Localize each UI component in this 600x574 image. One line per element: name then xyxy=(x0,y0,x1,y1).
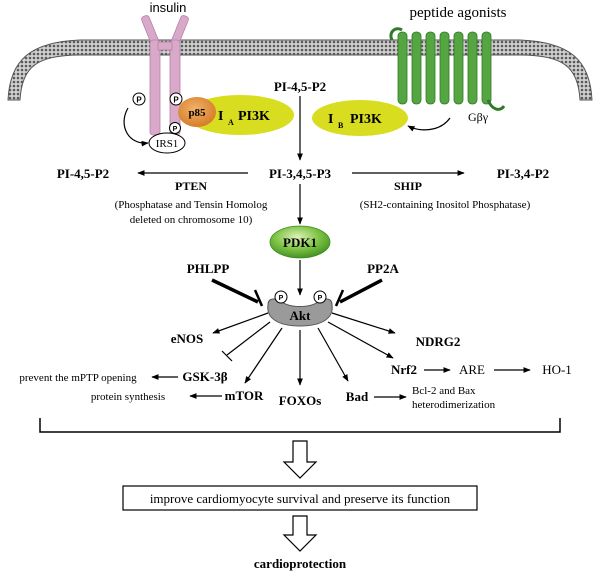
svg-text:P: P xyxy=(173,96,179,105)
ho1-label: HO-1 xyxy=(542,362,572,377)
pten-label: PTEN xyxy=(175,179,207,193)
svg-text:A: A xyxy=(228,118,234,127)
bcl2-effect-2: heterodimerization xyxy=(412,399,496,411)
phospho-right: P xyxy=(169,92,183,106)
pp2a-inhibition xyxy=(334,278,383,307)
akt-target-arrows xyxy=(212,312,396,386)
svg-text:B: B xyxy=(338,121,344,130)
hollow-arrow-2 xyxy=(282,515,318,552)
svg-text:Akt: Akt xyxy=(290,308,312,323)
svg-text:P: P xyxy=(318,295,323,302)
class-ia-pi3k: p85 I A PI3K xyxy=(178,95,294,135)
mtor-label: mTOR xyxy=(225,388,264,403)
svg-text:IRS1: IRS1 xyxy=(156,138,179,150)
class-ib-pi3k: I B PI3K xyxy=(312,100,408,136)
pip2-left-label: PI-4,5-P2 xyxy=(57,166,109,181)
outcome-box xyxy=(122,485,478,511)
irs1-node: IRS1 P xyxy=(148,122,186,154)
foxos-label: FOXOs xyxy=(279,393,322,408)
g-beta-gamma-label: Gβγ xyxy=(468,110,489,124)
svg-text:PI3K: PI3K xyxy=(350,112,382,127)
gbg-arrow xyxy=(407,117,451,132)
nrf2-label: Nrf2 xyxy=(391,362,417,377)
svg-text:P: P xyxy=(136,96,142,105)
pdk1-node: PDK1 xyxy=(269,225,331,259)
svg-text:p85: p85 xyxy=(188,107,206,119)
irs1-arrow xyxy=(123,107,149,147)
akt-node: Akt P P xyxy=(267,290,333,327)
pten-desc-1: (Phosphatase and Tensin Homolog xyxy=(115,199,268,211)
peptide-agonists-label: peptide agonists xyxy=(409,5,506,21)
are-label: ARE xyxy=(459,362,485,377)
pip3-label: PI-3,4,5-P3 xyxy=(269,166,332,181)
svg-text:P: P xyxy=(173,126,178,133)
bad-label: Bad xyxy=(346,389,369,404)
mptp-effect: prevent the mPTP opening xyxy=(19,372,137,384)
ndrg2-label: NDRG2 xyxy=(416,334,461,349)
phospho-left: P xyxy=(132,92,146,106)
phlpp-label: PHLPP xyxy=(187,261,230,276)
ship-desc: (SH2-containing Inositol Phosphatase) xyxy=(360,199,531,211)
hollow-arrow-1 xyxy=(282,440,318,479)
gsk3b-label: GSK-3β xyxy=(182,369,227,384)
insulin-receptor xyxy=(141,15,189,136)
protein-effect: protein synthesis xyxy=(91,391,165,403)
enos-label: eNOS xyxy=(171,331,204,346)
svg-text:I: I xyxy=(328,112,333,127)
svg-text:P: P xyxy=(279,295,284,302)
insulin-label: insulin xyxy=(150,0,187,15)
ship-label: SHIP xyxy=(394,179,422,193)
outcome-bracket xyxy=(39,418,561,433)
bcl2-effect-1: Bcl-2 and Bax xyxy=(412,385,476,397)
svg-text:PI3K: PI3K xyxy=(238,109,270,124)
pi34p2-label: PI-3,4-P2 xyxy=(497,166,549,181)
peptide-receptor-gpcr xyxy=(389,27,506,111)
phlpp-inhibition xyxy=(211,278,264,307)
outcome-text: improve cardiomyocyte survival and prese… xyxy=(150,491,451,506)
pten-desc-2: deleted on chromosome 10) xyxy=(130,214,253,226)
svg-text:I: I xyxy=(218,109,223,124)
pp2a-label: PP2A xyxy=(367,261,399,276)
pip2-top-label: PI-4,5-P2 xyxy=(274,79,326,94)
svg-text:PDK1: PDK1 xyxy=(283,235,317,250)
cardioprotection-label: cardioprotection xyxy=(254,556,347,571)
